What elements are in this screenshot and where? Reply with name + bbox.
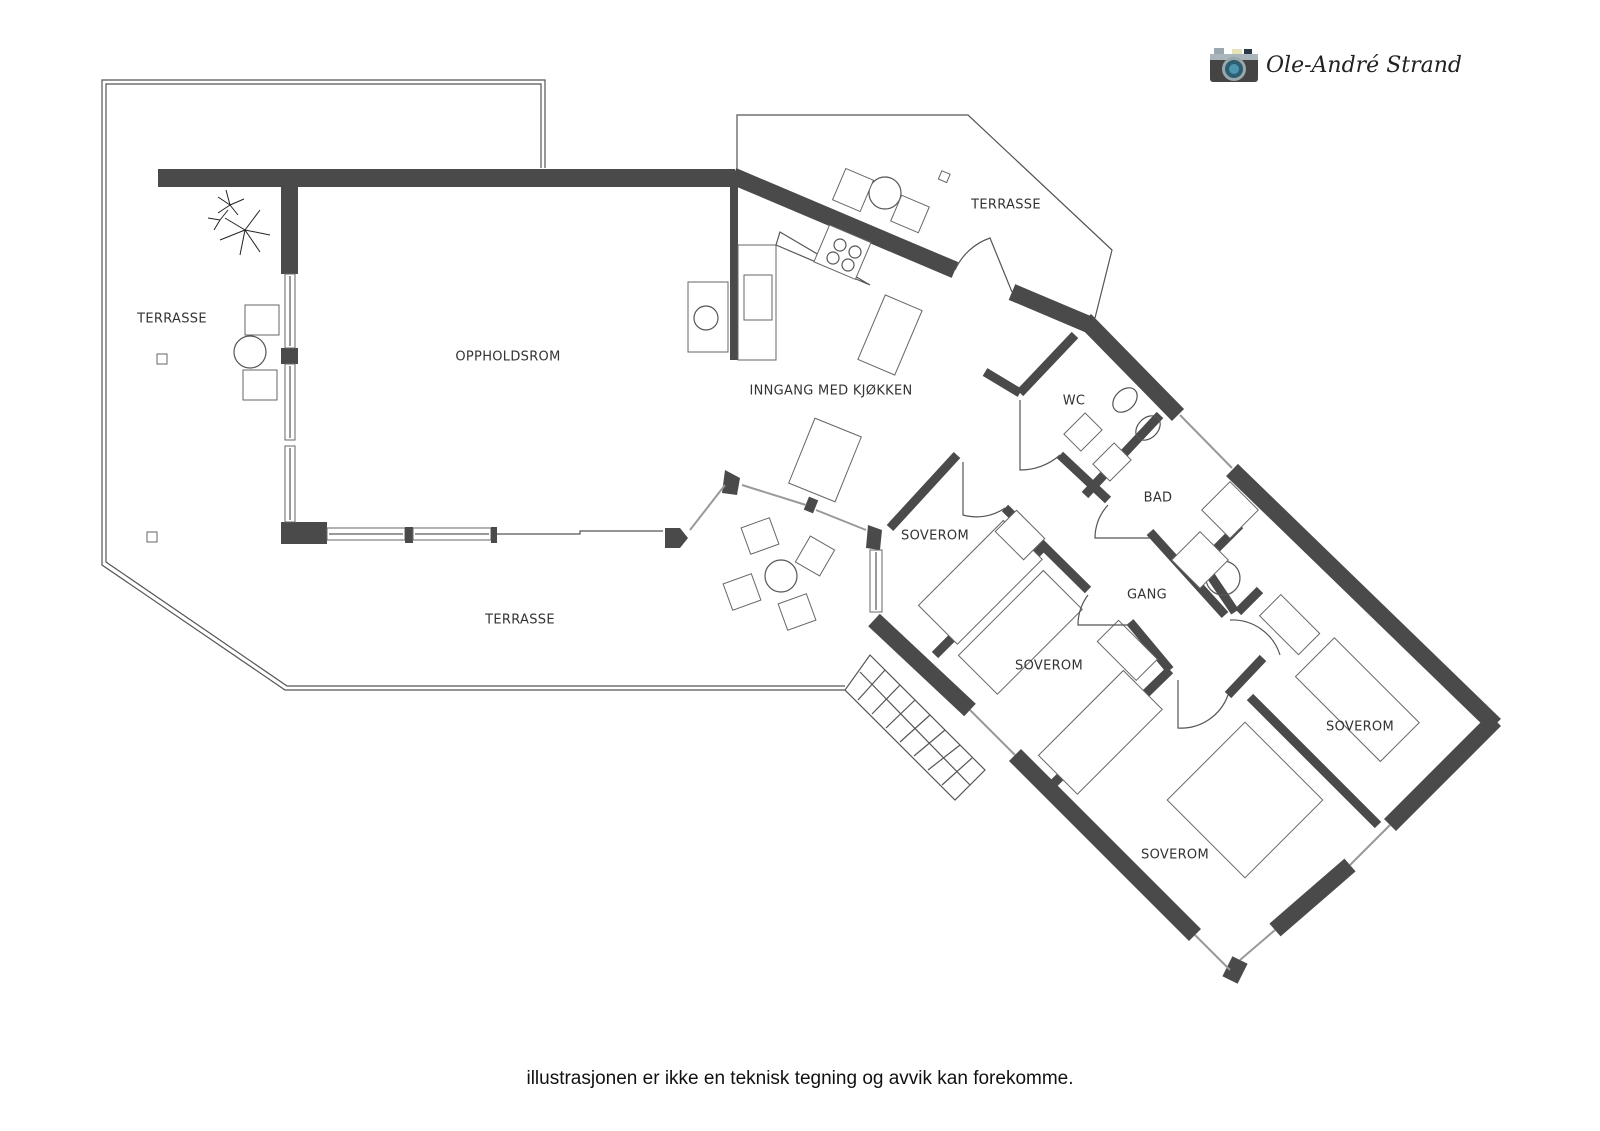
label-terrace-north: TERRASSE <box>971 197 1041 213</box>
brand-logo: Ole-André Strand <box>1210 46 1462 84</box>
bath-fixtures <box>1063 387 1259 596</box>
label-living-room: OPPHOLDSROM <box>455 349 561 365</box>
camera-icon <box>1210 48 1258 82</box>
label-bathroom: BAD <box>1143 490 1173 506</box>
stairs <box>844 654 986 801</box>
label-entrance-kitchen: INNGANG MED KJØKKEN <box>749 383 913 399</box>
label-bedroom-4: SOVEROM <box>1141 847 1209 863</box>
label-bedroom-3: SOVEROM <box>1326 719 1394 735</box>
kitchen-fixtures <box>687 224 923 376</box>
brand-name: Ole-André Strand <box>1266 52 1462 78</box>
label-bedroom-2: SOVEROM <box>1015 658 1083 674</box>
label-hallway: GANG <box>1127 587 1167 603</box>
terrace-outline-north <box>736 114 1113 319</box>
label-bedroom-1: SOVEROM <box>901 528 969 544</box>
windows <box>284 273 1391 971</box>
doors <box>954 237 1281 729</box>
label-terrace-west: TERRASSE <box>137 311 207 327</box>
terrace-outline-west <box>101 79 845 691</box>
plant-icon <box>207 189 271 256</box>
disclaimer-text: illustrasjonen er ikke en teknisk tegnin… <box>526 1068 1074 1089</box>
label-terrace-south: TERRASSE <box>485 612 555 628</box>
terrace-furniture <box>146 167 951 631</box>
beds <box>917 509 1420 879</box>
walls <box>158 168 1502 984</box>
label-wc: WC <box>1062 393 1086 409</box>
